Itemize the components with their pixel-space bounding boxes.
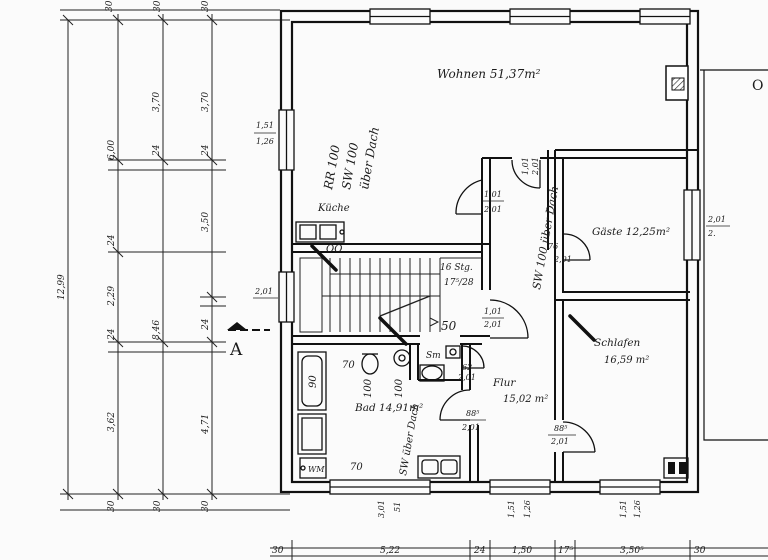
opening-gaeste-a: 76	[548, 242, 558, 251]
kitchen-fixtures	[295, 221, 345, 243]
opening-corr-b: 2,01	[531, 157, 540, 176]
dim-top-30c: 30	[201, 0, 211, 12]
opening-gaeste-b: 2,01	[553, 255, 572, 264]
room-area-schlafen: 16,59 m²	[604, 355, 649, 366]
staircase	[299, 257, 482, 333]
dim-foot-522: 5,22	[380, 546, 400, 556]
door-swings	[439, 159, 596, 453]
hatch-marks	[310, 244, 596, 346]
opening-right-b: 2.	[707, 229, 716, 238]
fixture-100a: 100	[363, 378, 374, 398]
room-label-kueche: Küche	[317, 203, 350, 214]
dim-top-30a: 30	[105, 0, 115, 12]
fixture-tub: 90	[308, 375, 319, 388]
opening-kitchen-a: 1,01	[484, 190, 502, 199]
opening-bottom-2b: 1,26	[523, 500, 532, 518]
fixture-oo: OO	[326, 244, 342, 255]
fixture-70b: 70	[350, 462, 363, 473]
fixture-70: 70	[342, 360, 355, 371]
opening-wc-a: 62	[462, 363, 472, 372]
dim-370c: 3,70	[152, 92, 162, 112]
section-marker	[227, 322, 270, 331]
opening-corr-a: 1,01	[521, 157, 530, 175]
opening-stair-left: 2,01	[254, 287, 273, 296]
room-label-wohnen: Wohnen 51,37m²	[437, 67, 541, 81]
opening-kitchen-b: 2,01	[483, 205, 502, 214]
dim-foot-350: 3,50⁵	[620, 546, 644, 556]
opening-schl-b: 2,01	[550, 437, 569, 446]
note-sw-right: SW 100 über Dach	[530, 185, 561, 291]
room-label-flur: Flur	[492, 377, 516, 389]
dim-24r: 24	[201, 144, 211, 157]
dim-foot-30b: 30	[694, 546, 706, 556]
bath-fixtures	[297, 345, 461, 479]
stairs-count: 16 Stg.	[440, 263, 473, 273]
dim-foot-150: 1,50	[512, 546, 532, 556]
opening-bottom-3b: 1,26	[633, 500, 642, 518]
right-window	[683, 189, 701, 261]
opening-right-a: 2,01	[707, 215, 726, 224]
dim-24b: 24	[107, 328, 117, 341]
fixture-100b: 100	[394, 378, 405, 398]
note-rr-3: über Dach	[357, 126, 382, 191]
room-label-gaeste: Gäste 12,25m²	[592, 226, 670, 238]
terrace-outline	[700, 69, 768, 441]
radiator	[663, 457, 689, 479]
opening-schl-a: 88⁵	[554, 424, 568, 433]
dim-229: 2,29	[107, 286, 117, 307]
chimney	[665, 65, 689, 101]
dim-24r2: 24	[201, 318, 211, 331]
opening-bad-a: 88⁵	[466, 409, 480, 418]
interior-walls	[292, 149, 698, 482]
dim-600: 6,00	[107, 140, 117, 160]
opening-stair-b: 2,01	[483, 320, 502, 329]
top-windows	[369, 8, 691, 25]
opening-left-top-b: 1,26	[256, 137, 274, 146]
fixture-50: 50	[441, 319, 457, 333]
dim-471: 4,71	[201, 414, 211, 435]
dim-bot-30c: 30	[201, 500, 211, 512]
dim-370r: 3,70	[201, 92, 211, 112]
dim-24c: 24	[152, 144, 162, 157]
opening-bottom-3a: 1,51	[619, 500, 628, 518]
dimension-chains	[60, 9, 768, 560]
opening-bottom-1b: 51	[393, 502, 402, 512]
wm-label: WM	[308, 465, 325, 474]
dim-bot-30b: 30	[153, 500, 163, 512]
dim-24a: 24	[107, 234, 117, 247]
room-label-schlafen: Schlafen	[594, 337, 641, 349]
stairs-rise: 17⁵/28	[444, 278, 474, 288]
dim-foot-175: 17⁵	[558, 546, 573, 556]
room-label-bad: Bad 14,91m²	[354, 402, 423, 414]
dim-right-edge: O	[752, 78, 763, 94]
room-area-flur: 15,02 m²	[503, 394, 548, 405]
section-letter: A	[229, 340, 243, 360]
opening-stair-a: 1,01	[484, 307, 502, 316]
bottom-windows	[329, 479, 661, 495]
left-windows	[278, 109, 295, 323]
dim-350r: 3,50	[201, 212, 211, 232]
opening-left-top-a: 1,51	[256, 121, 274, 130]
dim-foot-30: 30	[272, 546, 284, 556]
dim-846: 8,46	[152, 320, 162, 340]
dim-foot-24: 24	[473, 546, 486, 556]
dim-362: 3,62	[107, 412, 117, 432]
opening-bottom-2a: 1,51	[507, 500, 516, 518]
dim-bot-30a: 30	[107, 500, 117, 512]
wc-label: Sm	[426, 351, 441, 361]
opening-bad-b: 2,01	[461, 423, 480, 432]
opening-bottom-1a: 3,01	[377, 500, 386, 518]
dim-top-30b: 30	[153, 0, 163, 12]
opening-wc-b: 2,01	[457, 373, 476, 382]
dim-overall: 12,99	[57, 274, 67, 300]
